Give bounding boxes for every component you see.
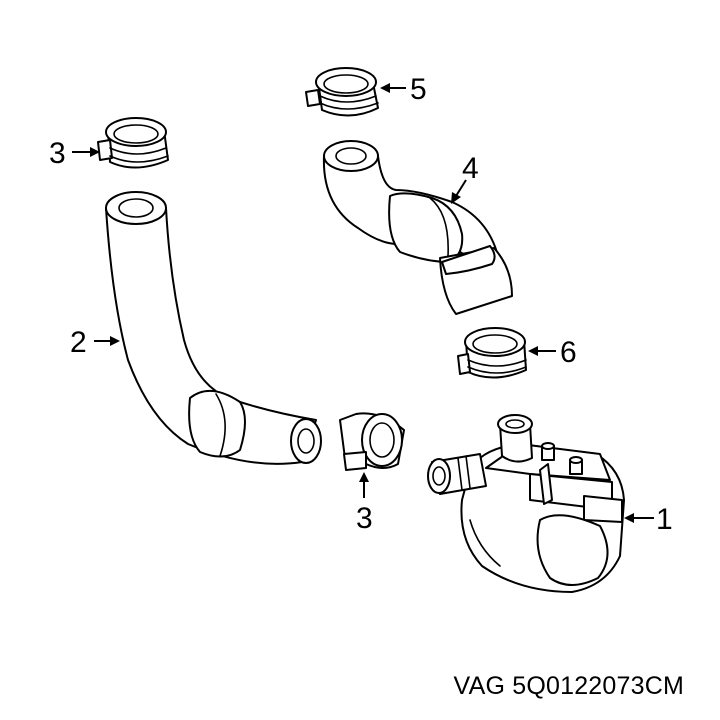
water-pump xyxy=(427,414,625,593)
hose-elbow xyxy=(322,140,513,315)
hose-clamp-upper-left xyxy=(97,117,169,169)
hose-clamp-top xyxy=(305,67,379,117)
callout-leader-1 xyxy=(624,513,654,523)
hose-long xyxy=(105,191,322,465)
callout-label-hose-long: 2 xyxy=(70,326,87,359)
callout-label-clamp-right: 6 xyxy=(560,336,577,369)
callout-leader-6 xyxy=(528,346,556,356)
hose-clamp-right xyxy=(457,327,527,379)
callout-label-clamp-upper-left: 3 xyxy=(49,137,66,170)
part-number-label: VAG 5Q0122073CM xyxy=(453,672,684,700)
callout-leader-2 xyxy=(94,336,120,346)
callout-label-clamp-lower: 3 xyxy=(356,502,373,535)
hose-clamp-lower xyxy=(339,412,405,471)
callout-label-hose-elbow: 4 xyxy=(462,152,479,185)
callout-leader-3-upper xyxy=(72,147,100,157)
callout-label-pump: 1 xyxy=(656,503,673,536)
callout-label-clamp-top: 5 xyxy=(410,73,427,106)
callout-leader-3-lower xyxy=(359,472,369,498)
callout-leader-4 xyxy=(451,179,467,204)
callout-leader-5 xyxy=(380,83,406,93)
